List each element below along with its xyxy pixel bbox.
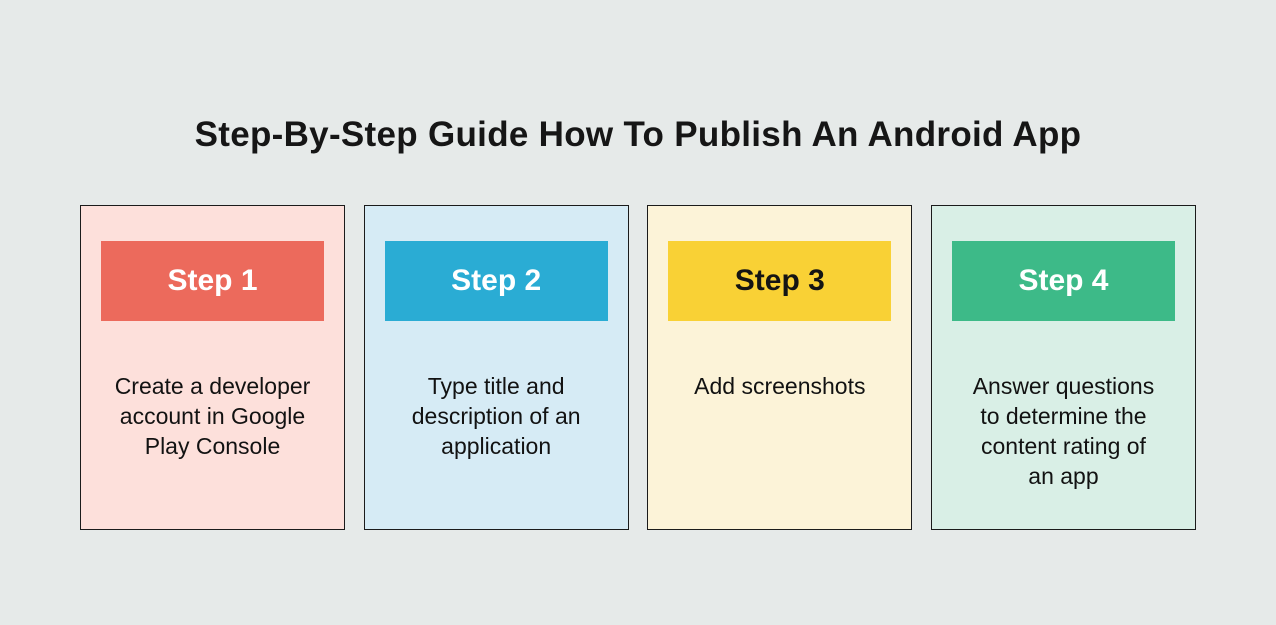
- step-4-description: Answer questions to determine the conten…: [972, 373, 1155, 489]
- step-card-3: Step 3 Add screenshots: [647, 205, 913, 530]
- step-3-label: Step 3: [668, 241, 892, 321]
- step-2-label: Step 2: [384, 241, 608, 321]
- step-2-description: Type title and description of an applica…: [411, 373, 581, 459]
- step-card-1: Step 1 Create a developer account in Goo…: [80, 205, 345, 530]
- step-1-label: Step 1: [101, 241, 324, 321]
- step-card-2: Step 2 Type title and description of an …: [363, 205, 629, 530]
- page-title: Step-By-Step Guide How To Publish An And…: [194, 115, 1082, 155]
- step-3-description: Add screenshots: [694, 373, 866, 399]
- step-card-4: Step 4 Answer questions to determine the…: [930, 205, 1196, 530]
- step-4-label: Step 4: [951, 241, 1175, 321]
- steps-row: Step 1 Create a developer account in Goo…: [80, 205, 1196, 530]
- step-1-description: Create a developer account in Google Pla…: [114, 373, 311, 459]
